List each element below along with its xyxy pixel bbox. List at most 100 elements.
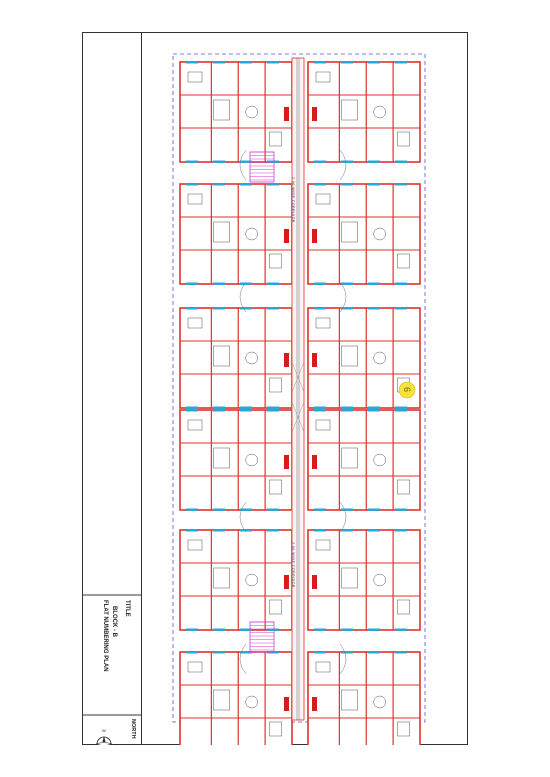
- sofa-icon: [315, 193, 331, 205]
- window: [213, 651, 225, 654]
- flat-unit: [307, 183, 421, 285]
- window: [341, 307, 353, 310]
- window: [186, 409, 198, 412]
- bed-icon: [341, 447, 358, 469]
- flat-number-tag: [284, 455, 289, 469]
- dining-table-icon: [245, 695, 258, 709]
- window: [314, 508, 326, 511]
- flat-number-tag: [284, 353, 289, 367]
- door-swing: [239, 643, 247, 675]
- window: [267, 307, 279, 310]
- bed-icon: [397, 721, 410, 737]
- window: [186, 307, 198, 310]
- flat-number-tag: [312, 353, 317, 367]
- door-swing: [339, 501, 347, 533]
- window: [186, 183, 198, 186]
- window: [213, 282, 225, 285]
- window: [368, 160, 380, 163]
- window: [240, 160, 252, 163]
- window: [213, 307, 225, 310]
- window: [314, 160, 326, 163]
- dining-table-icon: [373, 227, 386, 241]
- window: [213, 508, 225, 511]
- unit-outer-wall: [179, 529, 293, 631]
- door-swing: [239, 281, 247, 313]
- bed-icon: [341, 221, 358, 243]
- flat-number-tag: [284, 697, 289, 711]
- window: [395, 307, 407, 310]
- bed-icon: [397, 599, 410, 615]
- window: [314, 61, 326, 64]
- bed-icon: [341, 345, 358, 367]
- flat-number-tag: [312, 455, 317, 469]
- bed-icon: [269, 253, 282, 269]
- sofa-icon: [315, 71, 331, 83]
- window: [240, 651, 252, 654]
- compass-icon: [95, 736, 113, 745]
- window: [314, 183, 326, 186]
- window: [186, 508, 198, 511]
- bed-icon: [213, 567, 230, 589]
- compass-n: N: [111, 744, 118, 745]
- window: [368, 61, 380, 64]
- compass-w: W: [102, 728, 106, 733]
- window: [186, 160, 198, 163]
- window: [395, 160, 407, 163]
- window: [368, 651, 380, 654]
- window: [368, 406, 380, 409]
- window: [186, 529, 198, 532]
- sofa-icon: [315, 419, 331, 431]
- window: [186, 628, 198, 631]
- title-label: TITLE: [124, 600, 130, 617]
- dining-table-icon: [373, 351, 386, 365]
- window: [213, 628, 225, 631]
- sofa-icon: [187, 193, 203, 205]
- flat-unit: [307, 409, 421, 511]
- window: [213, 160, 225, 163]
- central-corridor: [291, 57, 305, 721]
- window: [213, 61, 225, 64]
- unit-outer-wall: [179, 61, 293, 163]
- window: [240, 508, 252, 511]
- flat-number-tag: [284, 229, 289, 243]
- window: [341, 651, 353, 654]
- window: [341, 508, 353, 511]
- window: [186, 61, 198, 64]
- bed-icon: [213, 221, 230, 243]
- title-block-divider: [141, 32, 142, 745]
- window: [314, 409, 326, 412]
- dining-table-icon: [373, 453, 386, 467]
- bed-icon: [213, 689, 230, 711]
- flat-number-tag: [312, 107, 317, 121]
- window: [368, 307, 380, 310]
- window: [341, 628, 353, 631]
- flat-number-tag: [312, 575, 317, 589]
- unit-outer-wall: [179, 409, 293, 511]
- window: [213, 183, 225, 186]
- dining-table-icon: [245, 351, 258, 365]
- window: [267, 529, 279, 532]
- flat-unit: [179, 651, 293, 745]
- bed-icon: [341, 567, 358, 589]
- dining-table-icon: [245, 227, 258, 241]
- unit-outer-wall: [307, 651, 421, 745]
- unit-outer-wall: [307, 61, 421, 163]
- bed-icon: [397, 479, 410, 495]
- marker-number: 6: [402, 387, 412, 392]
- dining-table-icon: [373, 695, 386, 709]
- unit-outer-wall: [307, 529, 421, 631]
- unit-outer-wall: [179, 651, 293, 745]
- bed-icon: [397, 131, 410, 147]
- window: [395, 406, 407, 409]
- window: [341, 61, 353, 64]
- window: [240, 282, 252, 285]
- window: [395, 529, 407, 532]
- sofa-icon: [187, 539, 203, 551]
- unit-outer-wall: [179, 307, 293, 409]
- window: [267, 406, 279, 409]
- window: [314, 307, 326, 310]
- window: [341, 409, 353, 412]
- bed-icon: [341, 689, 358, 711]
- bed-icon: [397, 253, 410, 269]
- window: [341, 160, 353, 163]
